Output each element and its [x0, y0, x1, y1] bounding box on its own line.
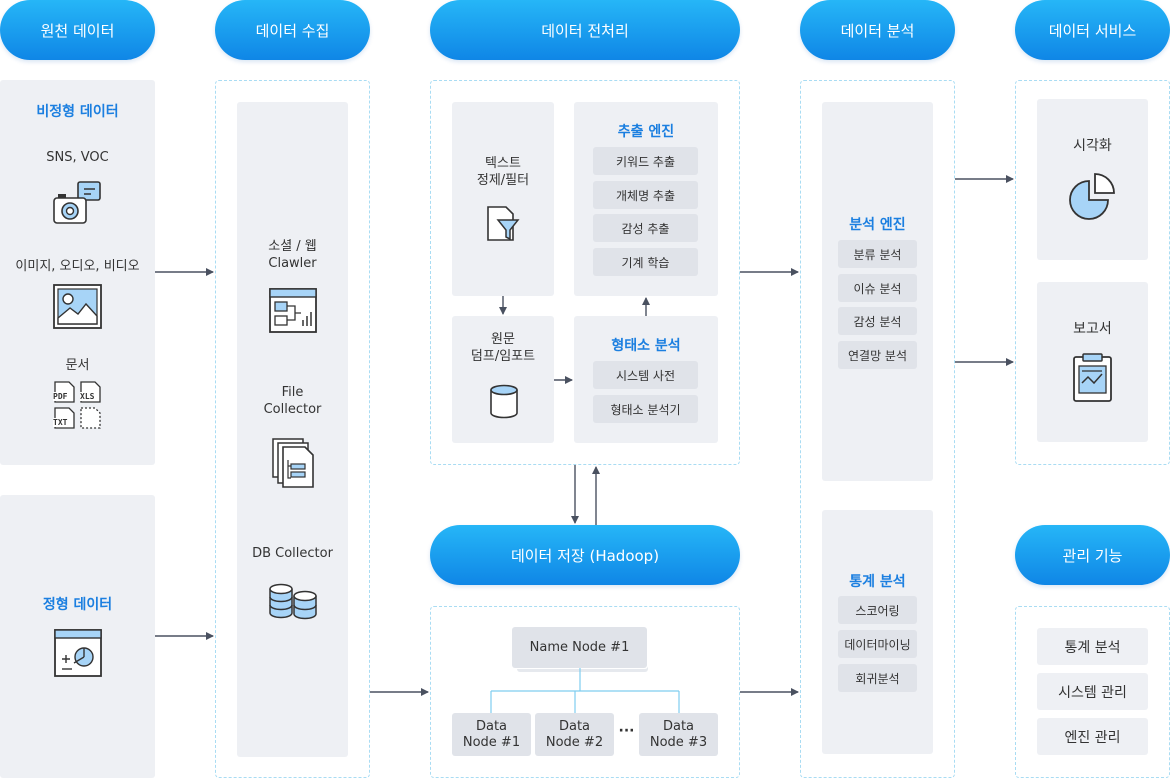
statistics-item: 데이터마이닝 — [838, 630, 917, 658]
management-item: 시스템 관리 — [1037, 673, 1148, 710]
file-collector-line1: File — [281, 385, 304, 400]
analysis-engine-item: 연결망 분석 — [838, 341, 917, 369]
document-types-icon: PDF XLS TXT — [52, 381, 104, 431]
stage-preprocess-header: 데이터 전처리 — [430, 0, 740, 60]
visualization-label: 시각화 — [1073, 138, 1112, 154]
unstructured-data-title: 비정형 데이터 — [36, 104, 119, 120]
statistics-item: 회귀분석 — [838, 664, 917, 692]
collect-area — [215, 80, 370, 778]
database-icon — [269, 583, 317, 620]
text-filter-line2: 정제/필터 — [476, 172, 530, 188]
data-node: Data Node #1 — [452, 713, 531, 756]
morph-analysis-title: 형태소 분석 — [611, 338, 681, 354]
stage-source-header: 원천 데이터 — [0, 0, 155, 60]
analysis-engine-item: 분류 분석 — [838, 240, 917, 268]
social-crawler-label: 소셜 / 웹 Clawler — [237, 239, 348, 273]
stage-service-header: 데이터 서비스 — [1015, 0, 1170, 60]
data-node-line2: Node #2 — [545, 734, 604, 750]
text-filter-line1: 텍스트 — [485, 156, 521, 171]
morph-item: 형태소 분석기 — [593, 395, 698, 423]
stage-management-header: 관리 기능 — [1015, 525, 1170, 585]
preprocess-area — [430, 80, 740, 465]
text-filter-label: 텍스트 정제/필터 — [452, 156, 554, 190]
sns-voc-label: SNS, VOC — [46, 150, 109, 165]
analysis-engine-item: 이슈 분석 — [838, 274, 917, 302]
media-label: 이미지, 오디오, 비디오 — [15, 259, 140, 274]
raw-dump-line2: 덤프/임포트 — [470, 348, 536, 364]
data-node-ellipsis: ··· — [618, 723, 635, 739]
data-node: Data Node #3 — [639, 713, 718, 756]
file-collector-label: File Collector — [237, 385, 348, 419]
stage-storage-header: 데이터 저장 (Hadoop) — [430, 525, 740, 585]
data-node: Data Node #2 — [535, 713, 614, 756]
stage-collect-header: 데이터 수집 — [215, 0, 370, 60]
text-filter-panel — [452, 102, 554, 296]
funnel-file-icon — [487, 206, 520, 241]
social-crawler-line2: Clawler — [268, 255, 317, 271]
social-crawler-line1: 소셜 / 웹 — [268, 239, 317, 254]
stage-storage-label: 데이터 저장 (Hadoop) — [510, 546, 660, 565]
stage-management-label: 관리 기능 — [1062, 546, 1123, 565]
pie-chart-icon — [1069, 173, 1115, 220]
analysis-engine-title: 분석 엔진 — [849, 217, 906, 233]
camera-chat-icon — [53, 181, 101, 224]
data-node-line2: Node #1 — [462, 734, 521, 750]
clipboard-report-icon — [1073, 353, 1112, 402]
txt-tag: TXT — [53, 418, 68, 427]
extract-item: 키워드 추출 — [593, 147, 698, 175]
db-collector-label: DB Collector — [252, 546, 333, 561]
data-node-line1: Data — [475, 718, 508, 734]
data-node-line1: Data — [662, 718, 695, 734]
analysis-engine-item: 감성 분석 — [838, 307, 917, 335]
raw-dump-panel — [452, 316, 554, 443]
image-icon — [53, 284, 102, 329]
management-item: 엔진 관리 — [1037, 718, 1148, 755]
management-item: 통계 분석 — [1037, 628, 1148, 665]
name-node: Name Node #1 — [512, 627, 647, 668]
stage-collect-label: 데이터 수집 — [255, 21, 330, 40]
data-node-line1: Data — [558, 718, 591, 734]
statistics-title: 통계 분석 — [849, 574, 906, 590]
file-stack-icon — [272, 438, 314, 488]
statistics-item: 스코어링 — [838, 596, 917, 624]
raw-dump-label: 원문 덤프/임포트 — [452, 332, 554, 366]
analysis-area — [800, 80, 955, 778]
chart-window-icon — [54, 629, 102, 677]
extract-item: 감성 추출 — [593, 214, 698, 242]
collect-panel — [237, 102, 348, 757]
stage-service-label: 데이터 서비스 — [1048, 21, 1137, 40]
report-label: 보고서 — [1073, 321, 1112, 337]
documents-label: 문서 — [65, 358, 90, 373]
web-layout-icon — [269, 288, 317, 333]
unstructured-data-panel — [0, 80, 155, 465]
morph-item: 시스템 사전 — [593, 361, 698, 389]
extract-item: 기계 학습 — [593, 248, 698, 276]
extract-engine-title: 추출 엔진 — [617, 124, 675, 140]
stage-preprocess-label: 데이터 전처리 — [541, 21, 629, 40]
data-node-line2: Node #3 — [649, 734, 708, 750]
pdf-tag: PDF — [53, 392, 68, 401]
raw-dump-line1: 원문 — [491, 332, 515, 347]
cylinder-icon — [490, 384, 518, 419]
file-collector-line2: Collector — [263, 401, 322, 417]
xls-tag: XLS — [80, 392, 95, 401]
stage-analysis-header: 데이터 분석 — [800, 0, 955, 60]
stage-source-label: 원천 데이터 — [40, 21, 115, 40]
stage-analysis-label: 데이터 분석 — [840, 21, 915, 40]
structured-data-title: 정형 데이터 — [42, 597, 113, 613]
storage-area — [430, 606, 740, 778]
extract-item: 개체명 추출 — [593, 181, 698, 209]
visualization-panel — [1037, 99, 1148, 260]
